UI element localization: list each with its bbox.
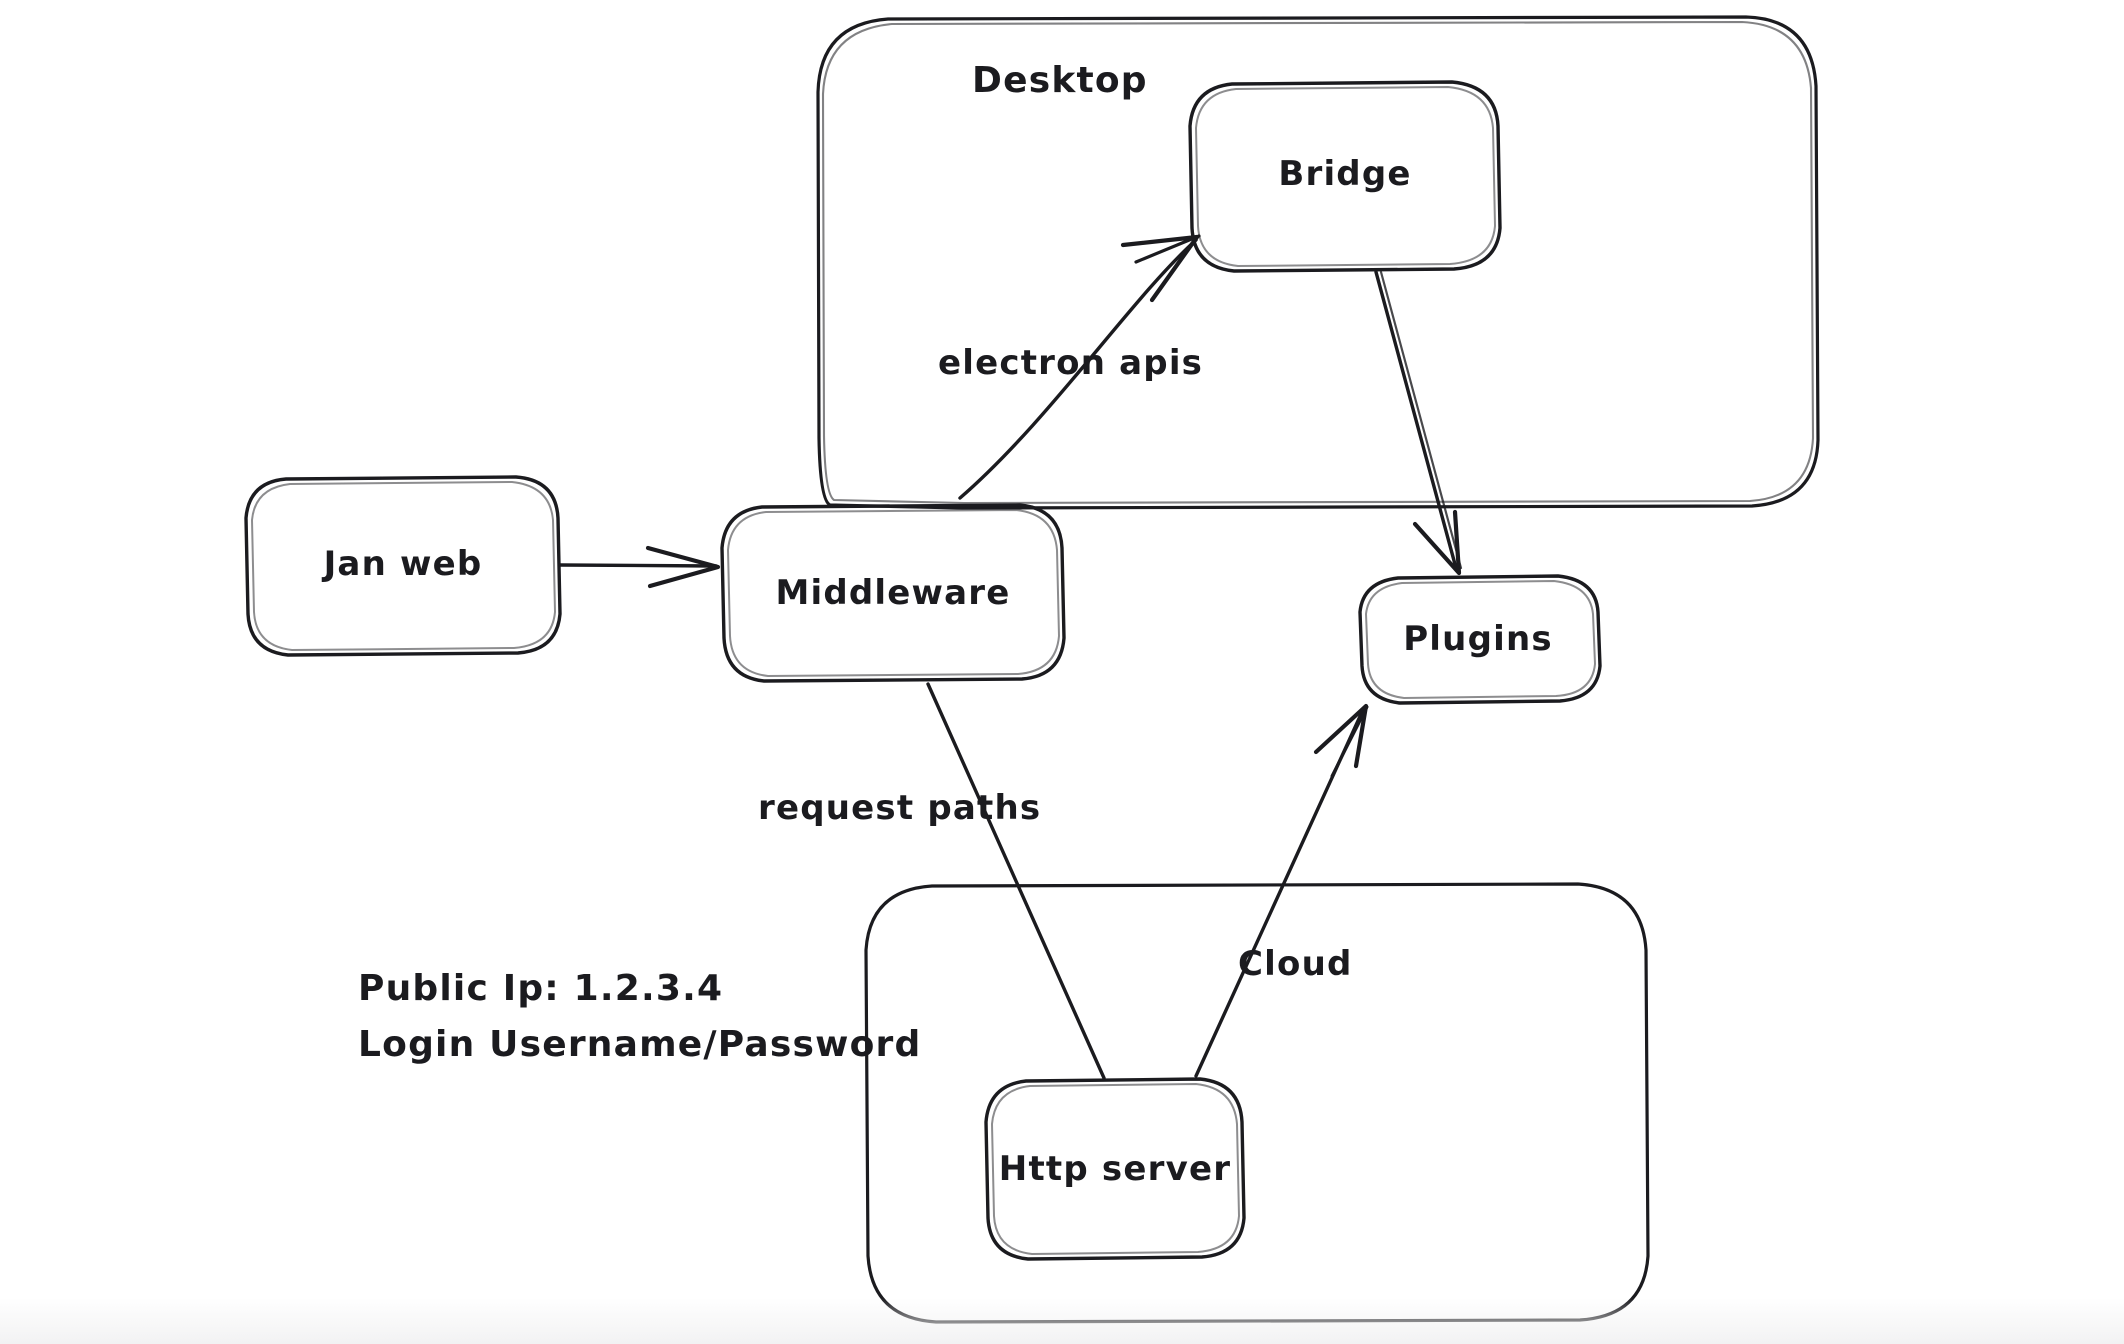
node-middleware-outline-shadow (727, 509, 1060, 677)
edge-middleware-to-bridge-arrowhead (1120, 234, 1200, 303)
node-middleware-label: Middleware (775, 573, 1010, 613)
group-desktop-outline-shadow (821, 20, 1815, 505)
node-plugins-outline-shadow (1365, 580, 1596, 699)
edge-http-server-to-plugins-label: Cloud (1238, 944, 1353, 984)
edge-jan-web-to-middleware-line (558, 563, 718, 568)
node-jan-web-label: Jan web (322, 544, 483, 584)
node-bridge-outline (1188, 80, 1502, 273)
edge-middleware-to-http-server-line (926, 682, 1106, 1080)
node-jan-web-outline-shadow (251, 481, 556, 651)
edge-bridge-to-plugins-line (1374, 270, 1458, 570)
edge-bridge-to-plugins-arrowhead (1412, 509, 1462, 576)
node-plugins-label: Plugins (1403, 619, 1553, 659)
edge-middleware-to-http-server-label: request paths (758, 788, 1041, 828)
node-http-server-outline (984, 1077, 1246, 1261)
node-bridge-outline-shadow (1195, 86, 1496, 267)
node-bridge[interactable]: Bridge (1188, 80, 1502, 273)
edge-jan-web-to-middleware-arrowhead (645, 545, 721, 589)
edge-middleware-to-bridge-arrow-barb (1134, 234, 1201, 264)
group-desktop-label: Desktop (972, 60, 1148, 101)
node-plugins-outline (1358, 574, 1602, 705)
edge-jan-web-to-middleware[interactable] (558, 545, 721, 589)
notes-block: Public Ip: 1.2.3.4 Login Username/Passwo… (358, 968, 921, 1065)
node-middleware-outline (720, 503, 1066, 683)
node-middleware[interactable]: Middleware (720, 503, 1066, 683)
edge-bridge-to-plugins-line-double (1379, 270, 1463, 570)
note-login: Login Username/Password (358, 1024, 921, 1065)
note-public-ip: Public Ip: 1.2.3.4 (358, 968, 723, 1009)
group-desktop-outline (816, 15, 1820, 510)
node-bridge-label: Bridge (1278, 154, 1411, 194)
edge-middleware-to-bridge[interactable]: electron apis (938, 234, 1203, 500)
node-jan-web[interactable]: Jan web (244, 475, 562, 657)
edge-middleware-to-http-server[interactable]: request paths (758, 682, 1106, 1080)
group-desktop[interactable]: Desktop (816, 15, 1820, 510)
edge-http-server-to-plugins-arrow-barb (1330, 705, 1369, 778)
node-http-server-outline-shadow (991, 1083, 1240, 1255)
edge-bridge-to-plugins[interactable] (1374, 270, 1463, 576)
edge-middleware-to-bridge-label: electron apis (938, 343, 1203, 383)
edge-middleware-to-bridge-line (958, 238, 1198, 500)
node-jan-web-outline (244, 475, 562, 657)
node-http-server[interactable]: Http server (984, 1077, 1246, 1261)
node-plugins[interactable]: Plugins (1358, 574, 1602, 705)
node-http-server-label: Http server (999, 1149, 1231, 1189)
edge-http-server-to-plugins[interactable]: Cloud (1194, 703, 1369, 1078)
